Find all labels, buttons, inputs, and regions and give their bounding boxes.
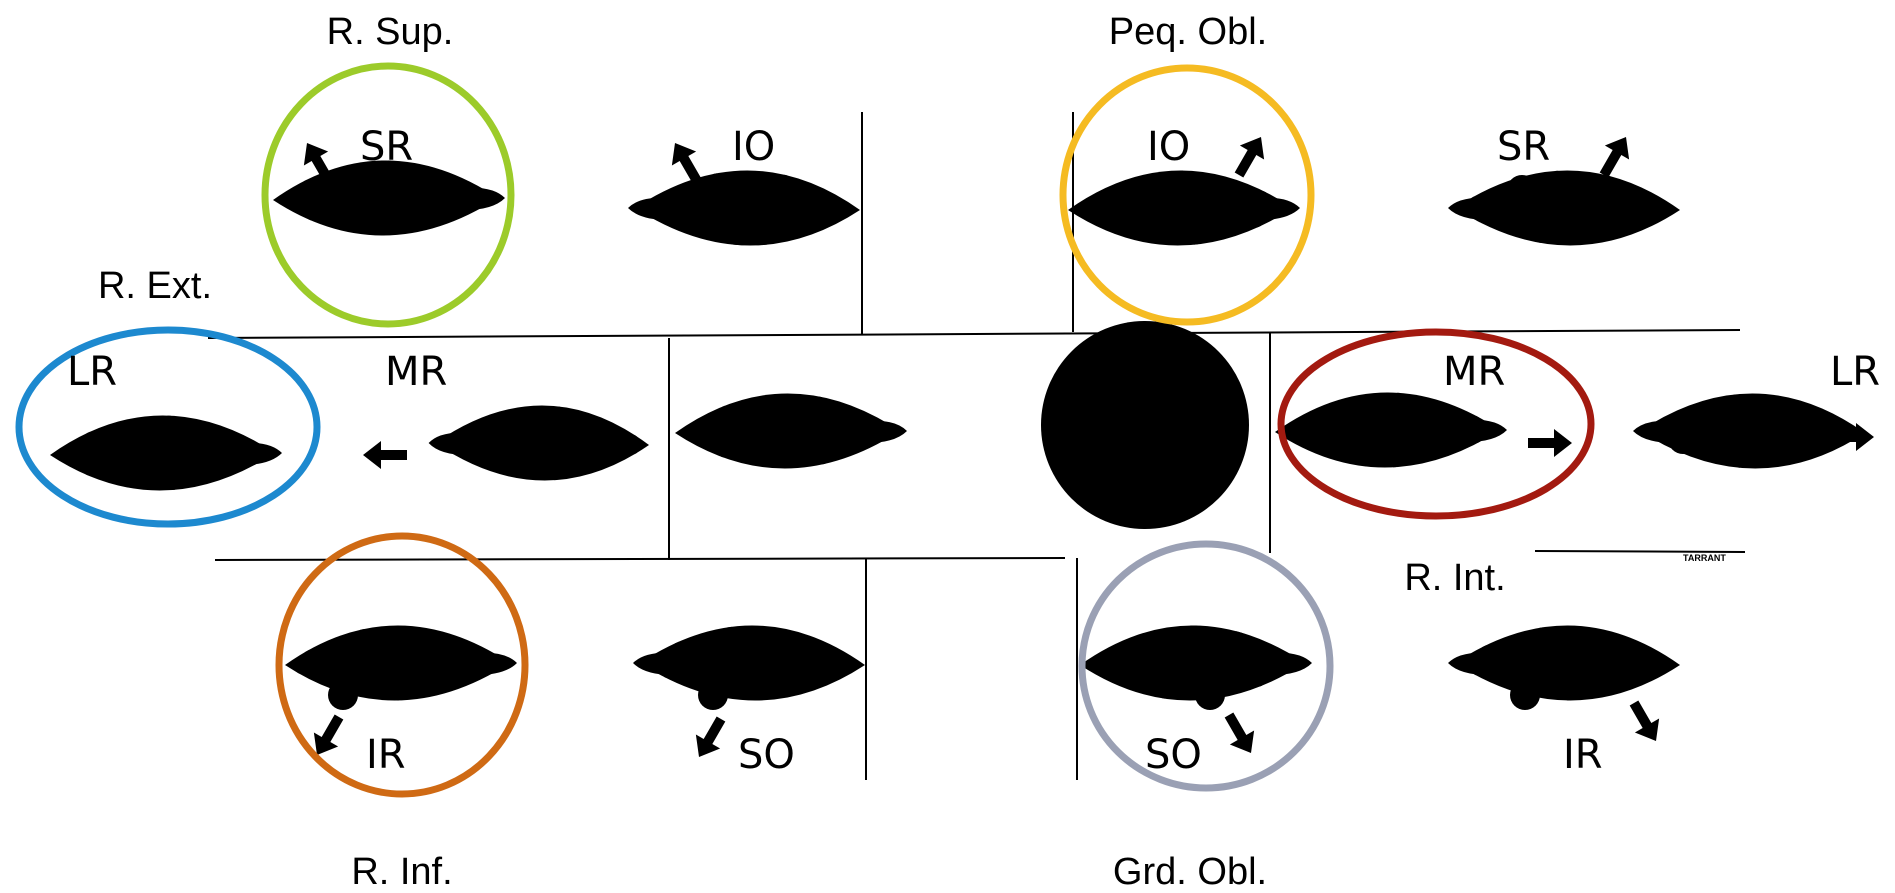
eye-down-left-2-pupil <box>698 680 728 710</box>
eye-mid-6 <box>1633 393 1865 469</box>
eye-up-left-2-pupil <box>722 177 752 207</box>
label-ir-right: IR <box>1563 732 1603 778</box>
ring-superior-oblique <box>1078 540 1334 792</box>
arrow-mr-right <box>1528 429 1572 457</box>
arrow-so-left <box>695 716 726 758</box>
label-sr-left: SR <box>360 124 413 170</box>
eye-down-right-1-iris <box>1156 625 1264 701</box>
caption-peq-obl: Peq. Obl. <box>1109 11 1267 53</box>
eye-mid-5-iris <box>1378 392 1482 468</box>
eye-up-left-2 <box>628 170 860 246</box>
arrow-lr-right <box>1830 423 1874 451</box>
eyes-group <box>50 160 1865 710</box>
caption-r-int: R. Int. <box>1404 557 1505 599</box>
grid-lines <box>207 112 1746 780</box>
arrow-ir-right <box>1629 700 1660 742</box>
eye-mid-6-pupil <box>1668 424 1698 454</box>
label-lr-left: LR <box>67 349 117 395</box>
eye-down-right-1 <box>1080 625 1312 710</box>
eye-down-right-2-pupil <box>1510 680 1540 710</box>
arrow-lr-left <box>70 440 114 468</box>
label-so-left: SO <box>738 732 795 778</box>
eye-up-right-2-pupil <box>1507 175 1537 205</box>
label-io-left: IO <box>732 124 775 170</box>
arrow-sr-right <box>1599 136 1630 178</box>
occluder-disc <box>1041 321 1249 529</box>
arrow-io-right <box>1234 136 1265 178</box>
eye-up-right-1 <box>1068 170 1300 246</box>
label-mr-right: MR <box>1443 349 1505 395</box>
eye-up-right-1-pupil <box>1205 179 1235 209</box>
ring-inferior-rectus <box>275 532 529 798</box>
caption-r-ext: R. Ext. <box>98 265 212 307</box>
ring-inferior-oblique <box>1059 64 1315 326</box>
eye-up-right-1-iris <box>1168 170 1268 246</box>
eye-up-left-2-iris <box>703 170 797 246</box>
label-lr-right: LR <box>1830 349 1880 395</box>
eye-up-right-2-iris <box>1471 170 1569 246</box>
eye-down-right-1-pupil <box>1195 680 1225 710</box>
caption-r-inf: R. Inf. <box>351 851 452 893</box>
caption-r-sup: R. Sup. <box>327 11 454 53</box>
arrows-group <box>70 136 1874 758</box>
lower-horizontal-line-left <box>214 557 1066 561</box>
eye-up-left-1-iris <box>301 160 405 236</box>
arrow-sr-left <box>303 142 334 184</box>
eye-mid-3-iris <box>715 393 835 469</box>
label-so-right: SO <box>1145 732 1202 778</box>
eye-mid-2 <box>428 405 649 481</box>
arrow-ir-left <box>313 714 344 756</box>
eye-mid-1-pupil <box>120 440 150 470</box>
eye-down-left-2 <box>633 625 865 710</box>
caption-grd-obl: Grd. Obl. <box>1113 851 1267 893</box>
arrow-io-left <box>671 142 702 184</box>
label-mr-left: MR <box>385 349 447 395</box>
arrow-so-right <box>1224 712 1255 754</box>
eye-up-right-2 <box>1448 170 1680 246</box>
eye-mid-3-pupil <box>760 418 790 448</box>
eye-down-right-2 <box>1448 625 1680 710</box>
ring-medial-rectus <box>1277 328 1595 520</box>
ring-superior-rectus <box>261 62 515 328</box>
label-sr-right: SR <box>1497 124 1550 170</box>
label-ir-left: IR <box>366 732 406 778</box>
eye-mid-3 <box>675 393 907 469</box>
eye-mid-6-iris <box>1646 393 1754 469</box>
artist-signature: TARRANT <box>1683 553 1726 563</box>
eye-down-left-2-iris <box>663 625 767 701</box>
ring-lateral-rectus <box>15 326 321 528</box>
label-io-right: IO <box>1147 124 1190 170</box>
eye-down-left-1 <box>285 625 517 710</box>
eye-mid-5 <box>1275 392 1507 468</box>
lower-horizontal-line-right <box>1534 550 1746 553</box>
eye-mid-2-iris <box>540 405 638 481</box>
arrow-mr-left <box>363 441 407 469</box>
eye-mid-5-pupil <box>1430 425 1460 455</box>
eye-mid-2-pupil <box>579 435 608 465</box>
eye-down-left-1-pupil <box>328 680 358 710</box>
upper-horizontal-line <box>207 329 1741 339</box>
